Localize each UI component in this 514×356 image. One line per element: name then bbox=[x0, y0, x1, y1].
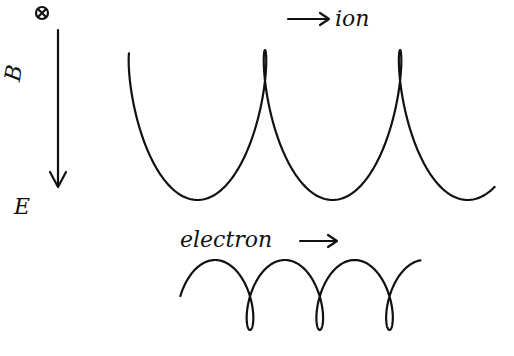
electron-orbit bbox=[180, 260, 420, 330]
drift-arrow bbox=[300, 235, 337, 247]
particle-label: electron bbox=[180, 229, 272, 251]
field-arrow bbox=[57, 30, 59, 186]
into-page-cross bbox=[38, 9, 46, 17]
field-arrowhead bbox=[50, 172, 66, 187]
into-page-symbol bbox=[36, 7, 48, 19]
drift-arrow bbox=[288, 13, 329, 25]
ion-orbit bbox=[129, 50, 495, 200]
field-label: B bbox=[2, 63, 26, 83]
particle-label: ion bbox=[335, 8, 369, 30]
field-label: E bbox=[14, 196, 30, 218]
